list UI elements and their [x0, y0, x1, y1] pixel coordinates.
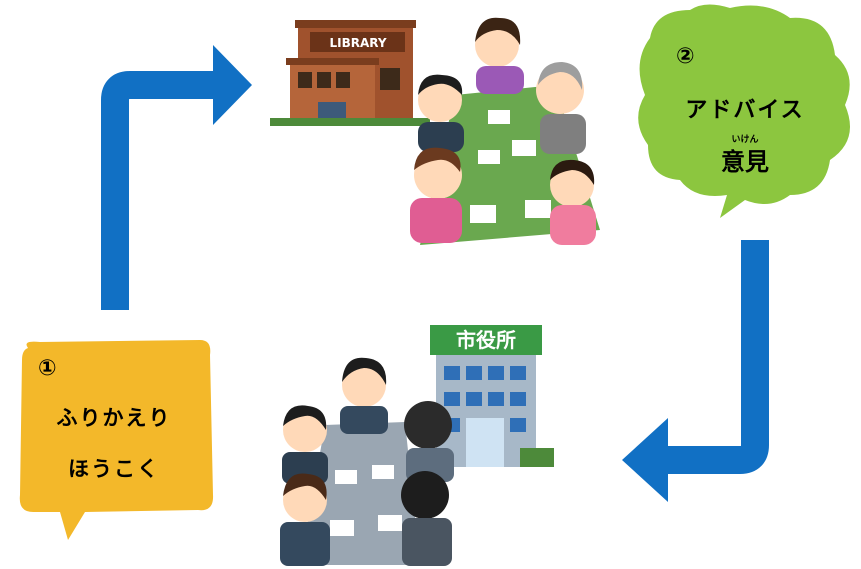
step-1-number: ① [38, 356, 57, 381]
library-sign: LIBRARY [329, 36, 387, 50]
step-2-line2: 意見 [721, 148, 769, 176]
advice-speech-bubble [638, 4, 850, 219]
city-hall-meeting-illustration [280, 357, 454, 566]
arrow-down-left [622, 240, 769, 502]
step-1-line2: ほうこく [68, 457, 160, 481]
step-2-ruby: いけん [731, 135, 759, 145]
report-speech-bubble [19, 340, 214, 540]
step-2-line1: アドバイス [685, 98, 805, 123]
step-2-number: ② [676, 44, 695, 69]
arrow-up-right [101, 45, 252, 310]
library-building [270, 20, 430, 126]
library-meeting-illustration [410, 17, 600, 245]
city-hall-sign: 市役所 [456, 328, 516, 352]
step-1-line1: ふりかえり [56, 406, 172, 430]
city-hall-building [430, 325, 554, 467]
